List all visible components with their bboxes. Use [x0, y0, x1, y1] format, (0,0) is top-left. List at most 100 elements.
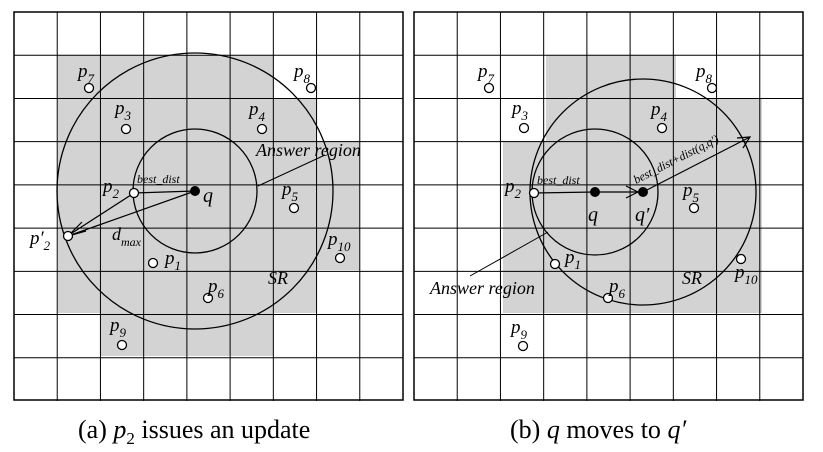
caption-b-mid: moves to — [560, 415, 668, 444]
data-point — [305, 82, 317, 94]
data-point — [202, 292, 214, 304]
point-label-main: p — [101, 176, 113, 197]
point-label: p4 — [649, 99, 668, 124]
point-label-main: p — [649, 99, 661, 120]
answer-region-pointer — [257, 154, 326, 187]
point-label: p6 — [607, 276, 626, 301]
data-point — [83, 82, 95, 94]
grid — [414, 12, 803, 401]
point-label-sub: 5 — [693, 190, 700, 205]
point-label-sub: 2 — [113, 186, 120, 201]
point-label-sub: 7 — [488, 71, 495, 86]
radius-line — [642, 136, 751, 193]
point-label: p3 — [113, 98, 132, 123]
point-label: p′2 — [28, 228, 51, 253]
point-label: p2 — [503, 176, 522, 201]
point-label: p5 — [280, 179, 299, 204]
point-label: p7 — [476, 61, 495, 86]
point-label: p4 — [247, 99, 266, 124]
point-label: p1 — [563, 247, 581, 272]
sr-label: SR — [682, 268, 702, 288]
point-label: p6 — [206, 276, 225, 301]
best-dist-label: best_dist — [537, 173, 580, 187]
query-point — [190, 186, 200, 196]
caption-b-prefix: (b) — [510, 415, 547, 444]
point-label: p8 — [694, 61, 713, 86]
caption-a-sub: 2 — [126, 429, 135, 448]
point-label: p8 — [292, 61, 311, 86]
panel-border — [413, 11, 804, 401]
data-point — [483, 82, 495, 94]
point-label: p3 — [510, 98, 529, 123]
dmax-sub: max — [121, 235, 142, 249]
point-label-sub: 10 — [338, 239, 352, 254]
point-label-sub: 2 — [44, 238, 51, 253]
data-point — [735, 253, 747, 265]
sr-label: SR — [268, 268, 288, 288]
panel-border — [13, 11, 404, 401]
point-label-sub: 1 — [175, 258, 182, 273]
query-point — [590, 187, 600, 197]
point-label-main: p — [326, 229, 338, 250]
query-moved-label: q′ — [635, 204, 650, 226]
outer-circle — [56, 52, 334, 330]
point-label-sub: 6 — [619, 286, 626, 301]
point-label-main: p — [681, 180, 693, 201]
point-label: p1 — [163, 248, 181, 273]
data-point — [528, 187, 540, 199]
point-label-sub: 5 — [292, 189, 299, 204]
point-label-sub: 4 — [259, 109, 266, 124]
query-label: q — [588, 204, 598, 226]
point-label: p10 — [733, 262, 758, 287]
point-label-main: p — [509, 317, 521, 338]
data-point — [256, 123, 268, 135]
point-label-main: p — [563, 247, 575, 268]
point-label: p10 — [326, 229, 351, 254]
point-label-main: p — [280, 179, 292, 200]
data-point — [688, 202, 700, 214]
point-label-main: p — [163, 248, 175, 269]
data-point — [656, 122, 668, 134]
point-label-main: p — [607, 276, 619, 297]
point-label-main: p — [76, 61, 88, 82]
best-dist-label: best_dist — [137, 172, 180, 186]
data-point — [706, 82, 718, 94]
point-label: p9 — [108, 315, 127, 340]
point-label: p7 — [76, 61, 95, 86]
point-label-sub: 1 — [575, 257, 582, 272]
point-label-sub: 3 — [521, 108, 529, 123]
point-label-sub: 8 — [706, 71, 713, 86]
dmax-line — [67, 190, 196, 237]
caption-b: (b) q moves to q′ — [510, 415, 686, 444]
answer-region-label: Answer region — [429, 278, 535, 298]
point-label-main: p — [733, 262, 745, 283]
point-label-main: p — [503, 176, 515, 197]
point-label-sub: 9 — [521, 327, 528, 342]
data-point — [147, 257, 159, 269]
data-point — [549, 258, 561, 270]
caption-b-q: q — [547, 415, 560, 444]
point-label-sub: 3 — [124, 108, 132, 123]
caption-b-qprime: q′ — [667, 415, 686, 444]
answer-region-label: Answer region — [255, 140, 361, 160]
grid — [14, 12, 403, 401]
point-label-main: p — [108, 315, 120, 336]
point-label-sub: 10 — [745, 272, 759, 287]
point-label-sub: 8 — [304, 71, 311, 86]
data-point — [602, 292, 614, 304]
query-moved-point — [638, 187, 648, 197]
dmax-d: d — [112, 224, 122, 244]
point-label-main: p — [247, 99, 259, 120]
data-point — [518, 122, 530, 134]
point-label-sub: 6 — [218, 286, 225, 301]
point-label-sub: 7 — [88, 71, 95, 86]
caption-a-var: p — [111, 415, 126, 444]
data-point — [334, 252, 346, 264]
answer-region-pointer — [469, 231, 549, 277]
caption-a-prefix: (a) — [78, 415, 113, 444]
caption-a: (a) p2 issues an update — [78, 415, 310, 448]
point-label-main: p′ — [28, 228, 45, 249]
